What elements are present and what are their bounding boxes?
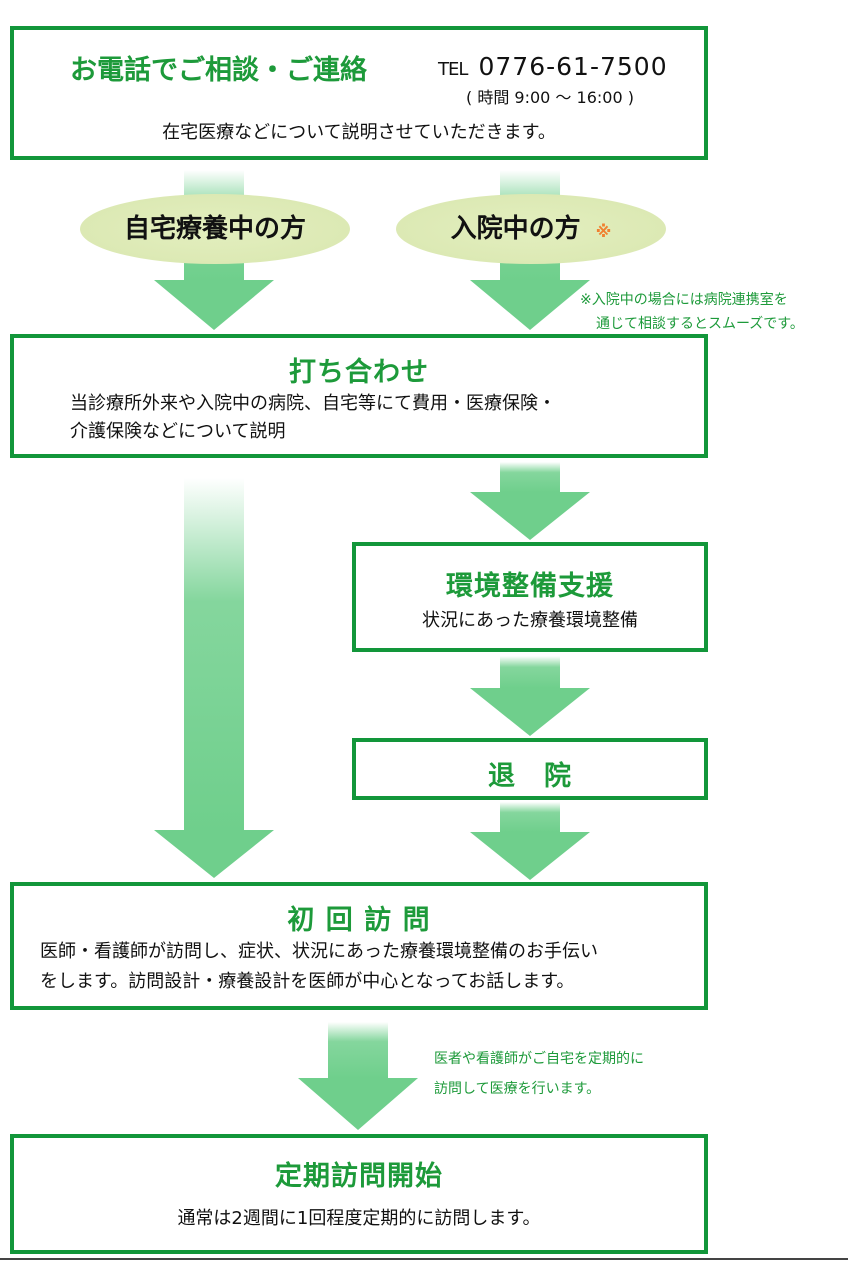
home-patient-label: 自宅療養中の方 (123, 214, 306, 244)
environment-description: 状況にあった療養環境整備 (422, 610, 638, 631)
contact-title: お電話でご相談・ご連絡 (70, 55, 367, 86)
tel-number[interactable]: 0776-61-7500 (478, 52, 668, 81)
contact-box: お電話でご相談・ご連絡 TEL 0776-61-7500 ( 時間 9:00 ～… (10, 26, 708, 160)
regular-visit-box: 定期訪問開始 通常は2週間に1回程度定期的に訪問します。 (10, 1134, 708, 1254)
home-patient-oval: 自宅療養中の方 (80, 194, 350, 264)
first-visit-line1: 医師・看護師が訪問し、症状、状況にあった療養環境整備のお手伝い (40, 941, 598, 962)
regular-visit-description: 通常は2週間に1回程度定期的に訪問します。 (177, 1208, 541, 1229)
environment-box: 環境整備支援 状況にあった療養環境整備 (352, 542, 708, 652)
hospital-patient-oval: 入院中の方 ※ (396, 194, 666, 264)
hospital-note-mark: ※ (595, 222, 612, 241)
environment-title: 環境整備支援 (446, 571, 614, 602)
first-visit-title: 初 回 訪 問 (287, 905, 431, 936)
hospital-note-line2: 通じて相談するとスムーズです。 (596, 316, 804, 332)
hospital-note-line1: ※入院中の場合には病院連携室を (580, 292, 788, 308)
hospital-note: ※入院中の場合には病院連携室を 通じて相談するとスムーズです。 (580, 288, 804, 336)
meeting-line2: 介護保険などについて説明 (70, 421, 286, 442)
first-visit-line2: をします。訪問設計・療養設計を医師が中心となってお話します。 (40, 971, 575, 992)
hospital-patient-label: 入院中の方 (450, 214, 581, 244)
contact-hours: ( 時間 9:00 ～ 16:00 ) (466, 88, 634, 107)
contact-description: 在宅医療などについて説明させていただきます。 (162, 122, 556, 143)
visit-note-line1: 医者や看護師がご自宅を定期的に (434, 1051, 644, 1067)
discharge-box: 退 院 (352, 738, 708, 800)
meeting-title: 打ち合わせ (289, 357, 429, 388)
arrow-discharge-to-first-visit (470, 802, 590, 880)
first-visit-box: 初 回 訪 問 医師・看護師が訪問し、症状、状況にあった療養環境整備のお手伝い … (10, 882, 708, 1010)
regular-visit-title: 定期訪問開始 (275, 1161, 443, 1192)
tel-label: TEL 0776-61-7500 (438, 52, 668, 81)
visit-note-line2: 訪問して医療を行います。 (434, 1081, 601, 1097)
discharge-title: 退 院 (488, 761, 572, 792)
regular-visit-note: 医者や看護師がご自宅を定期的に 訪問して医療を行います。 (434, 1044, 644, 1104)
arrow-meeting-to-environment (470, 462, 590, 540)
tel-prefix: TEL (438, 59, 468, 80)
arrow-environment-to-discharge (470, 656, 590, 736)
arrow-home-to-first-visit (154, 478, 274, 878)
meeting-box: 打ち合わせ 当診療所外来や入院中の病院、自宅等にて費用・医療保険・ 介護保険など… (10, 334, 708, 458)
bottom-divider (0, 1258, 848, 1260)
meeting-line1: 当診療所外来や入院中の病院、自宅等にて費用・医療保険・ (70, 393, 556, 414)
arrow-first-visit-to-regular (298, 1022, 418, 1130)
